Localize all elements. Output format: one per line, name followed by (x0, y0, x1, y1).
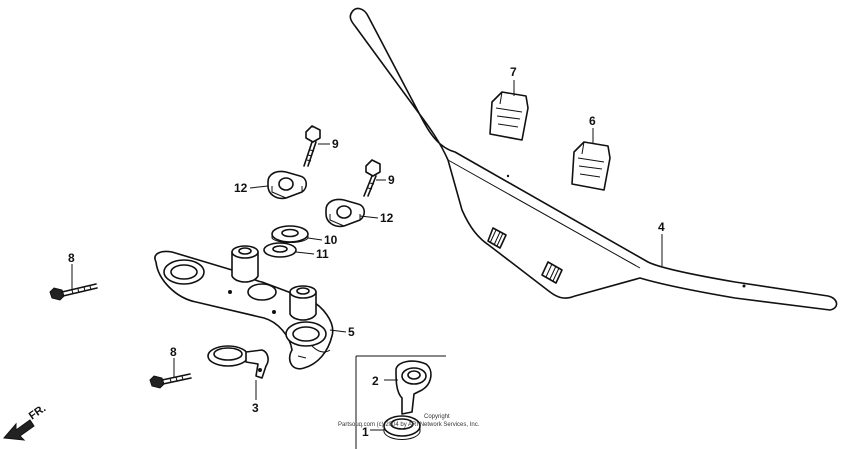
callout-4: 4 (658, 220, 665, 234)
callout-3: 3 (252, 401, 259, 415)
bolt-8-lower[interactable] (149, 373, 192, 389)
copyright-line1: Copyright (424, 414, 450, 420)
callout-1: 1 (362, 425, 369, 439)
top-bridge-5[interactable] (154, 245, 334, 370)
upper-holder-12-right[interactable] (325, 198, 366, 228)
handlebar[interactable] (349, 7, 838, 311)
handlebar-pad-6[interactable] (571, 141, 611, 191)
inset-box (355, 355, 446, 449)
callout-6: 6 (589, 114, 596, 128)
cable-holder-2[interactable] (395, 360, 432, 415)
cable-guide-3[interactable] (207, 345, 269, 379)
upper-holder-12-left[interactable] (267, 170, 308, 200)
bolt-9-left[interactable] (303, 125, 321, 167)
callout-8-lower: 8 (170, 345, 177, 359)
bolt-9-right[interactable] (363, 159, 381, 197)
callout-9-right: 9 (388, 173, 395, 187)
callout-8-upper: 8 (68, 251, 75, 265)
callout-5: 5 (348, 325, 355, 339)
callout-12-right: 12 (380, 211, 394, 225)
leader-lines (71, 80, 663, 431)
callout-11: 11 (316, 247, 329, 261)
grommet-1[interactable] (383, 415, 421, 440)
callout-2: 2 (372, 374, 379, 388)
copyright-line2: Partsouq.com (c) 2004 by ARI Network Ser… (338, 422, 480, 428)
callout-10: 10 (324, 233, 338, 247)
handlebar-pad-7[interactable] (489, 91, 529, 141)
rubber-11[interactable] (263, 242, 297, 258)
callout-12-left: 12 (234, 181, 248, 195)
washer-10[interactable] (271, 225, 309, 243)
callout-7: 7 (510, 65, 517, 79)
front-direction-arrow: FR. (2, 402, 48, 441)
bolt-8-upper[interactable] (49, 283, 98, 301)
callout-9-left: 9 (332, 137, 339, 151)
